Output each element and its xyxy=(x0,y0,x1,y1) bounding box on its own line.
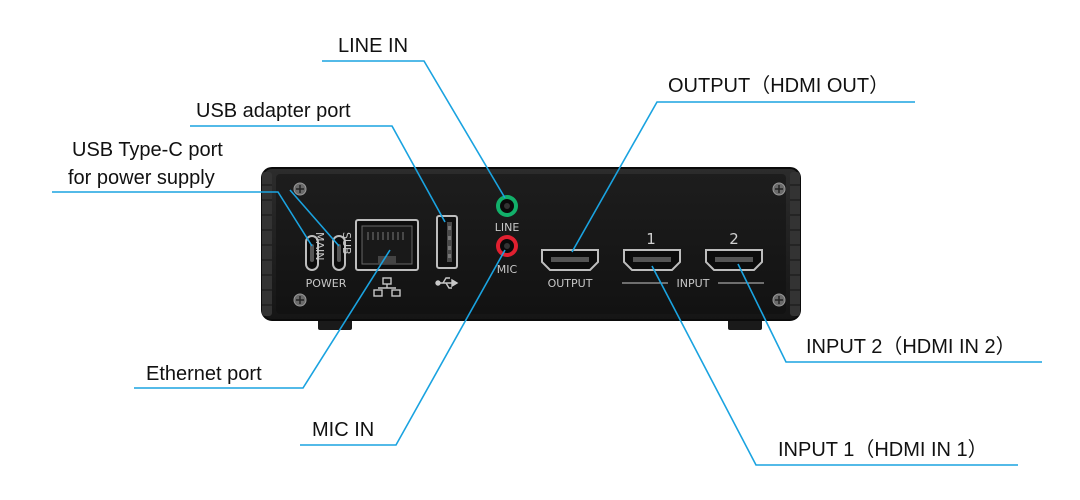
leader-input2 xyxy=(737,263,1042,363)
leader-usb-c-sub xyxy=(289,189,340,247)
leader-line-in xyxy=(322,60,506,199)
hdmi-output-port[interactable] xyxy=(541,249,599,271)
input-2-number: 2 xyxy=(729,230,739,248)
leader-usb-adapter xyxy=(190,125,446,223)
leader-output xyxy=(571,101,915,253)
mic-label: MIC xyxy=(497,263,518,276)
leader-usb-c-main xyxy=(52,191,313,247)
mic-in-jack[interactable] xyxy=(496,235,518,257)
callout-input1: INPUT 1（HDMI IN 1） xyxy=(778,438,988,461)
callout-line-in: LINE IN xyxy=(338,35,408,57)
leader-mic-in xyxy=(300,249,506,446)
input-1-number: 1 xyxy=(646,230,656,248)
callout-usb-c-line1: USB Type-C port xyxy=(72,139,223,161)
callout-mic-in: MIC IN xyxy=(312,419,374,441)
line-in-jack[interactable] xyxy=(496,195,518,217)
leader-ethernet xyxy=(134,249,391,389)
input-label: INPUT xyxy=(677,277,710,290)
hdmi-input-1-port[interactable] xyxy=(623,249,681,271)
callout-output: OUTPUT（HDMI OUT） xyxy=(668,74,889,97)
output-label: OUTPUT xyxy=(548,277,593,290)
usb-icon xyxy=(435,277,459,289)
ethernet-port[interactable] xyxy=(355,219,419,271)
main-label: MAIN xyxy=(313,232,326,261)
sub-label: SUB xyxy=(340,232,353,255)
usb-c-main-port[interactable] xyxy=(305,235,319,271)
power-label: POWER xyxy=(306,277,347,290)
network-icon xyxy=(373,277,401,297)
leader-lines xyxy=(52,60,1042,466)
callout-usb-c-line2: for power supply xyxy=(68,167,215,189)
callout-input2: INPUT 2（HDMI IN 2） xyxy=(806,335,1016,358)
usb-c-sub-port[interactable] xyxy=(332,235,346,271)
usb-a-port[interactable] xyxy=(436,215,458,269)
leader-input1 xyxy=(651,265,1018,466)
line-label: LINE xyxy=(495,221,520,234)
hdmi-input-2-port[interactable] xyxy=(705,249,763,271)
callout-ethernet: Ethernet port xyxy=(146,363,262,385)
callout-usb-adapter: USB adapter port xyxy=(196,100,351,122)
